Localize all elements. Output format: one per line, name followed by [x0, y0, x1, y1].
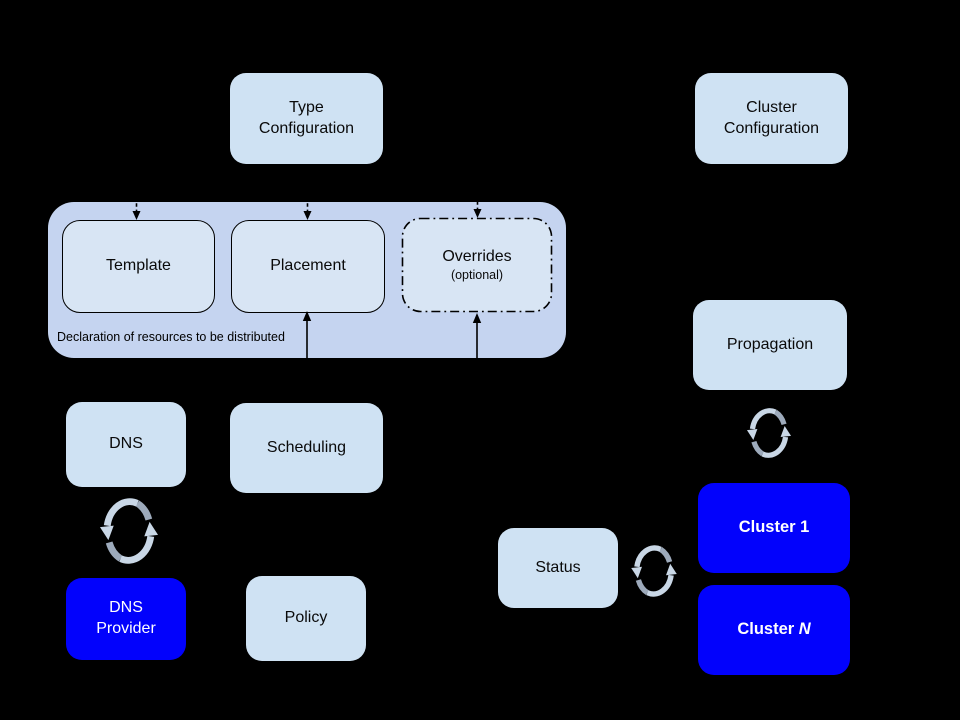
- cluster-1-label: Cluster 1: [738, 518, 810, 537]
- dns-sync-icon: [99, 498, 159, 564]
- status-box: Status: [498, 528, 618, 608]
- dashed-arrow-into-overrides-icon: [473, 195, 482, 218]
- propagation-box: Propagation: [693, 300, 847, 390]
- propagation-label: Propagation: [726, 335, 814, 353]
- dns-provider-label: DNS Provider: [96, 599, 156, 637]
- dns-label: DNS: [109, 435, 143, 453]
- container-caption: Declaration of resources to be distribut…: [57, 330, 285, 344]
- template-box: Template: [62, 220, 215, 313]
- cluster-1-box: Cluster 1: [698, 483, 850, 573]
- template-label: Template: [106, 257, 171, 275]
- policy-label: Policy: [284, 609, 328, 627]
- overrides-dash-dot-border: [401, 217, 553, 313]
- propagation-sync-icon: [746, 408, 792, 458]
- type-configuration-box: Type Configuration: [230, 73, 383, 164]
- overrides-box: Overrides (optional): [401, 217, 553, 313]
- placement-box: Placement: [231, 220, 385, 313]
- cluster-n-box: Cluster N: [698, 585, 850, 675]
- dns-box: DNS: [66, 402, 186, 487]
- cluster-n-label: Cluster N: [737, 620, 811, 639]
- cluster-configuration-box: Cluster Configuration: [695, 73, 848, 164]
- placement-label: Placement: [270, 257, 346, 275]
- dashed-arrow-into-placement-icon: [303, 197, 312, 220]
- cluster-configuration-label: Cluster Configuration: [723, 98, 820, 137]
- policy-box: Policy: [246, 576, 366, 661]
- status-sync-icon: [631, 545, 677, 597]
- dashed-arrow-into-template-icon: [132, 197, 141, 220]
- status-label: Status: [535, 558, 581, 576]
- overrides-sublabel: (optional): [450, 268, 504, 283]
- solid-arrow-into-placement-icon: [302, 311, 312, 358]
- scheduling-box: Scheduling: [230, 403, 383, 493]
- solid-arrow-into-overrides-icon: [472, 313, 482, 358]
- overrides-label: Overrides: [442, 248, 512, 266]
- scheduling-label: Scheduling: [266, 438, 347, 456]
- type-configuration-label: Type Configuration: [258, 98, 355, 137]
- dns-provider-box: DNS Provider: [66, 578, 186, 660]
